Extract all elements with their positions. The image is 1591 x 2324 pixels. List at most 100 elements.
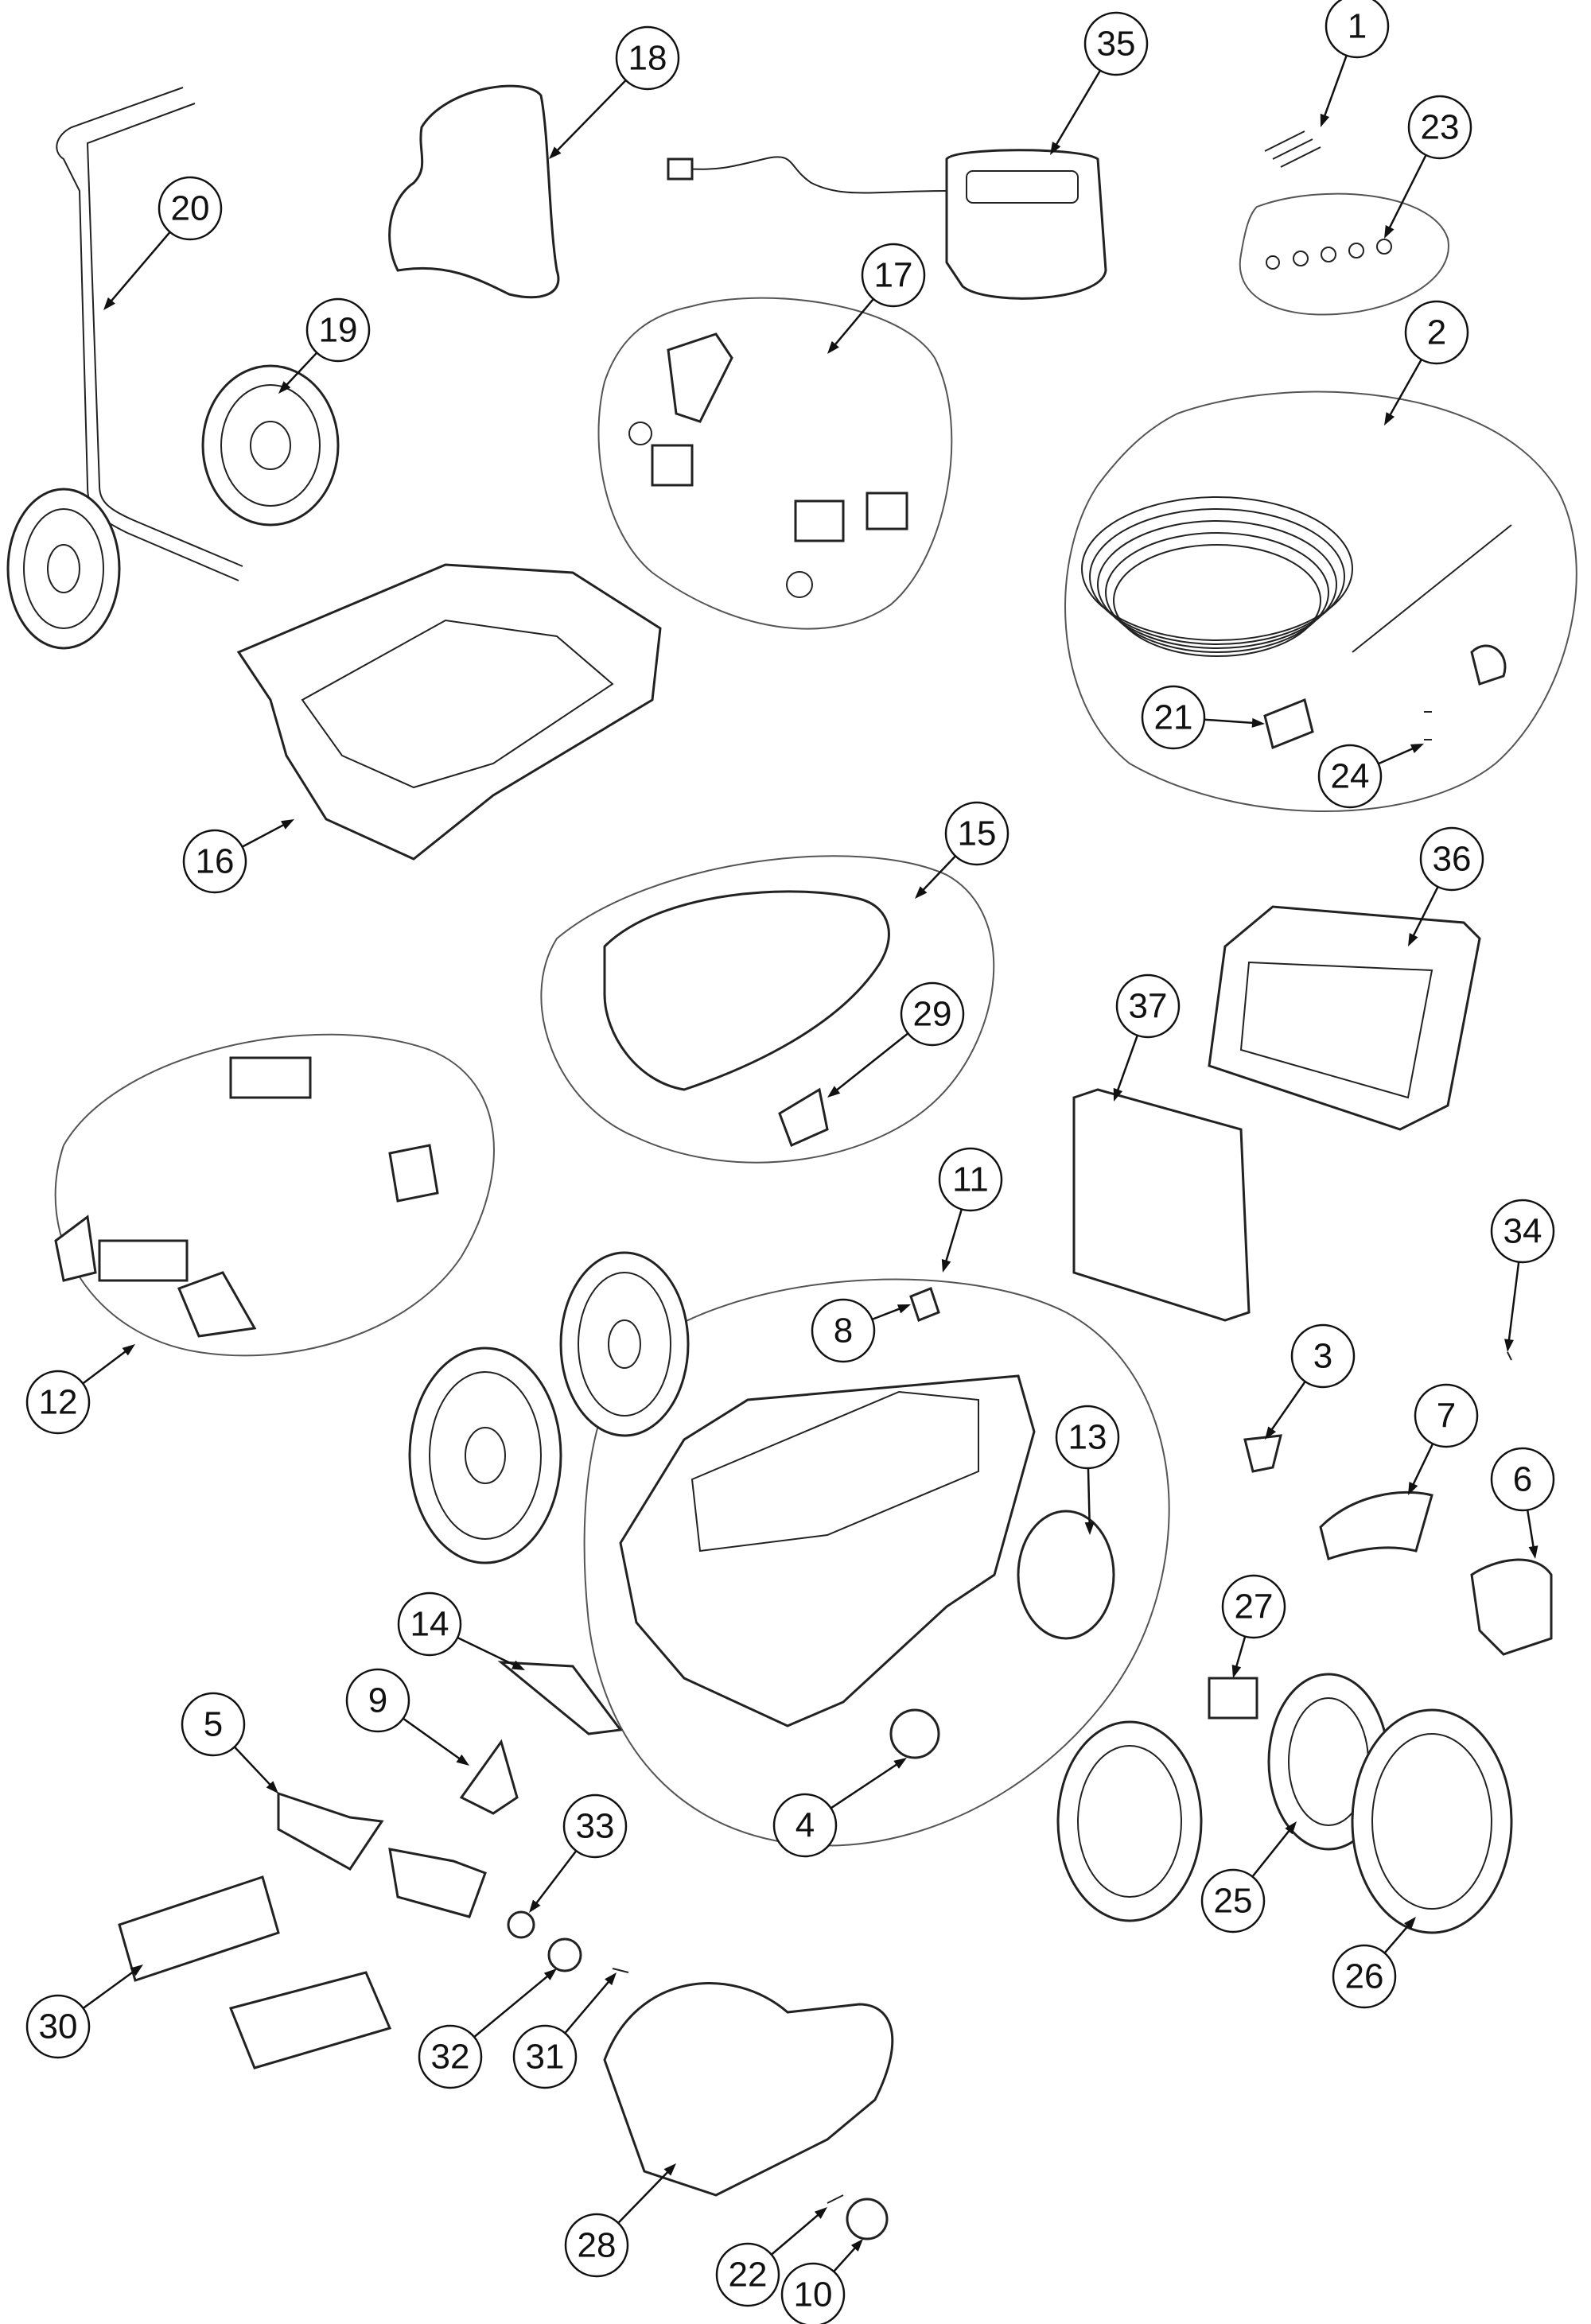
callout-leader-10 bbox=[833, 2246, 857, 2272]
callout-27: 27 bbox=[1221, 1574, 1286, 1678]
callout-26: 26 bbox=[1332, 1917, 1416, 2009]
callout-number-22: 22 bbox=[729, 2256, 768, 2295]
callout-arrowhead-9 bbox=[456, 1754, 469, 1766]
callout-15: 15 bbox=[915, 801, 1009, 899]
callout-leader-18 bbox=[555, 80, 627, 152]
callout-arrowhead-23 bbox=[1384, 225, 1395, 239]
fitting-part bbox=[1243, 1434, 1282, 1473]
callout-37: 37 bbox=[1113, 974, 1181, 1102]
callout-circle-21 bbox=[1141, 685, 1206, 750]
callout-leader-5 bbox=[233, 1746, 272, 1786]
callout-leader-22 bbox=[770, 2213, 820, 2256]
callout-circle-24 bbox=[1317, 744, 1383, 809]
bumper-kit-part bbox=[54, 1056, 439, 1338]
callout-23: 23 bbox=[1384, 95, 1472, 239]
callout-arrowhead-11 bbox=[941, 1258, 951, 1273]
callout-leader-29 bbox=[835, 1032, 909, 1092]
callout-number-2: 2 bbox=[1427, 313, 1446, 352]
callout-31: 31 bbox=[512, 1972, 617, 2089]
callout-number-31: 31 bbox=[526, 2038, 565, 2077]
callout-16: 16 bbox=[182, 819, 294, 894]
callout-6: 6 bbox=[1490, 1447, 1555, 1559]
callout-leader-23 bbox=[1388, 154, 1427, 230]
callout-leader-13 bbox=[1087, 1467, 1091, 1525]
callout-circle-32 bbox=[418, 2024, 483, 2089]
callout-leader-6 bbox=[1526, 1510, 1535, 1549]
callout-circle-31 bbox=[512, 2024, 578, 2089]
side-plate-part bbox=[1017, 1510, 1115, 1640]
callout-circle-19 bbox=[305, 297, 371, 363]
callout-10: 10 bbox=[780, 2239, 863, 2324]
callout-number-27: 27 bbox=[1235, 1588, 1274, 1626]
callout-number-1: 1 bbox=[1348, 7, 1367, 46]
caddy-base-part bbox=[236, 563, 662, 861]
callout-number-9: 9 bbox=[368, 1681, 387, 1720]
group-outline-23 bbox=[1239, 192, 1449, 316]
callout-circle-34 bbox=[1490, 1199, 1555, 1264]
callout-arrowhead-18 bbox=[549, 146, 562, 159]
callout-arrowhead-24 bbox=[1410, 744, 1424, 753]
callout-35: 35 bbox=[1050, 11, 1149, 155]
callout-arrowhead-19 bbox=[278, 381, 291, 394]
callout-circle-12 bbox=[25, 1370, 91, 1435]
callout-circle-37 bbox=[1115, 974, 1181, 1039]
callout-11: 11 bbox=[938, 1147, 1003, 1273]
callout-circle-18 bbox=[615, 25, 680, 91]
callout-12: 12 bbox=[25, 1344, 135, 1435]
callout-circle-5 bbox=[181, 1692, 246, 1757]
callout-arrowhead-8 bbox=[897, 1304, 911, 1314]
pin-31-part bbox=[612, 1968, 629, 1973]
callout-leader-3 bbox=[1270, 1381, 1306, 1432]
top-cover-part bbox=[603, 890, 890, 1091]
callout-circle-22 bbox=[715, 2242, 780, 2307]
chassis-part bbox=[619, 1374, 1036, 1727]
callout-arrowhead-15 bbox=[915, 886, 928, 899]
screw-34-part bbox=[1507, 1351, 1512, 1361]
bracket-part bbox=[459, 1739, 519, 1815]
callout-circle-7 bbox=[1414, 1383, 1479, 1448]
callout-circle-33 bbox=[562, 1794, 628, 1859]
callout-circle-28 bbox=[564, 2213, 629, 2278]
callout-3: 3 bbox=[1265, 1323, 1356, 1440]
callout-leader-24 bbox=[1378, 747, 1414, 765]
callout-14: 14 bbox=[397, 1591, 525, 1670]
latch-part bbox=[778, 1087, 829, 1148]
clips-part bbox=[1266, 239, 1392, 270]
callout-circle-36 bbox=[1419, 826, 1484, 892]
callout-number-13: 13 bbox=[1068, 1418, 1107, 1457]
filter-panel-part bbox=[1072, 1088, 1251, 1322]
callout-number-15: 15 bbox=[958, 814, 997, 853]
callout-leader-4 bbox=[830, 1762, 899, 1809]
callout-arrowhead-14 bbox=[511, 1660, 525, 1670]
callout-arrowhead-21 bbox=[1251, 717, 1265, 728]
callout-29: 29 bbox=[827, 981, 965, 1098]
callout-leader-2 bbox=[1388, 359, 1422, 417]
callout-arrowhead-3 bbox=[1265, 1426, 1277, 1440]
callout-22: 22 bbox=[715, 2207, 827, 2307]
callout-circle-11 bbox=[938, 1147, 1003, 1212]
callout-leader-8 bbox=[871, 1307, 901, 1321]
callout-number-6: 6 bbox=[1513, 1460, 1532, 1499]
callout-arrowhead-17 bbox=[827, 340, 839, 354]
callout-number-16: 16 bbox=[196, 842, 235, 881]
callout-leader-7 bbox=[1411, 1443, 1434, 1486]
callout-circle-8 bbox=[811, 1298, 876, 1363]
callout-arrowhead-29 bbox=[827, 1086, 841, 1098]
callout-number-30: 30 bbox=[39, 2007, 78, 2046]
gear-10-part bbox=[846, 2198, 889, 2240]
callout-arrowhead-34 bbox=[1504, 1339, 1514, 1352]
callout-circle-14 bbox=[397, 1591, 462, 1657]
callout-number-7: 7 bbox=[1437, 1397, 1456, 1436]
callout-leader-15 bbox=[921, 855, 957, 892]
callout-circle-17 bbox=[861, 243, 926, 308]
callout-25: 25 bbox=[1200, 1821, 1297, 1933]
nozzle-part bbox=[1470, 1558, 1553, 1656]
callout-5: 5 bbox=[181, 1692, 278, 1794]
callout-number-34: 34 bbox=[1503, 1212, 1542, 1251]
callout-17: 17 bbox=[827, 243, 926, 354]
callout-21: 21 bbox=[1141, 685, 1265, 750]
callout-leader-1 bbox=[1323, 55, 1348, 118]
callout-leader-28 bbox=[617, 2170, 670, 2224]
callout-arrowhead-36 bbox=[1408, 933, 1418, 946]
callout-leader-27 bbox=[1235, 1636, 1247, 1668]
